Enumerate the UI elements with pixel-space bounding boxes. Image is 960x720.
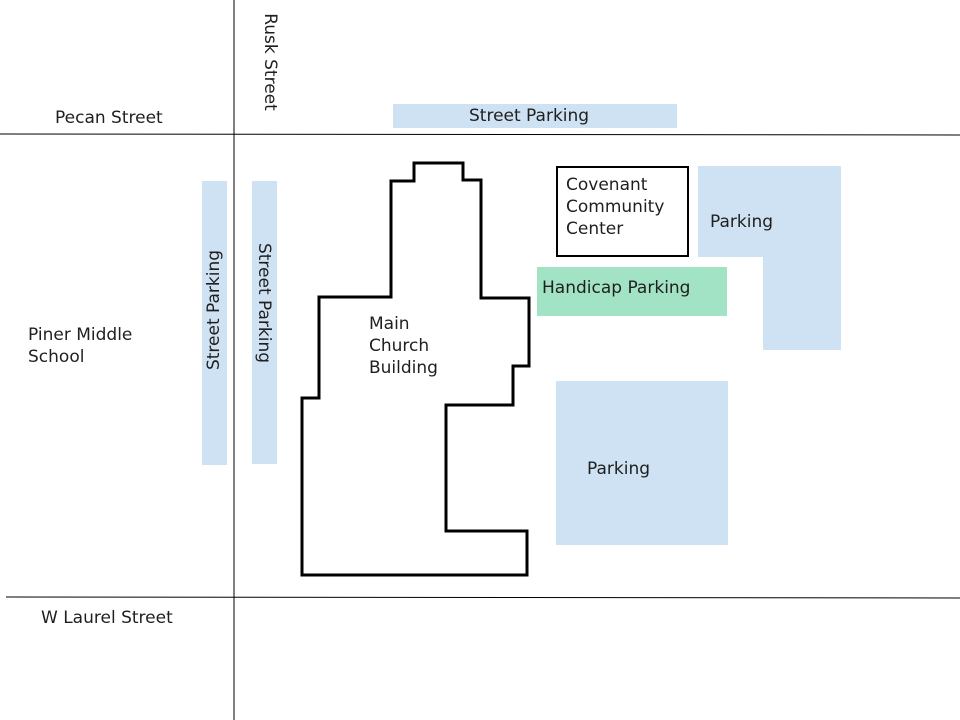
parking-lot-lower-label: Parking [587,459,651,479]
street-parking-top-zone [393,104,677,128]
street-parking-top-label: Street Parking [469,106,590,126]
street-parking-left-a-zone [202,181,227,465]
handicap-parking-zone [537,267,727,316]
community-center-label: Covenant Community Center [566,175,665,239]
main-church-outline [300,161,531,577]
pecan-street-label: Pecan Street [55,108,163,128]
street-parking-left-a-label: Street Parking [204,249,224,371]
parking-lot-lower-zone [556,381,728,545]
parking-lot-upper-right-label: Parking [710,212,774,232]
street-parking-left-b-zone [252,181,277,464]
handicap-parking-label: Handicap Parking [542,278,691,298]
pecan-street-line [0,133,960,136]
laurel-street-line [5,596,960,599]
street-parking-left-b-label: Street Parking [254,242,274,364]
parking-lot-upper-right-zone [698,166,841,350]
main-church-label: Main Church Building [369,314,438,378]
laurel-street-label: W Laurel Street [41,608,173,628]
community-center-outline [556,166,689,257]
rusk-street-label: Rusk Street [260,13,280,111]
school-label: Piner Middle School [28,325,133,367]
